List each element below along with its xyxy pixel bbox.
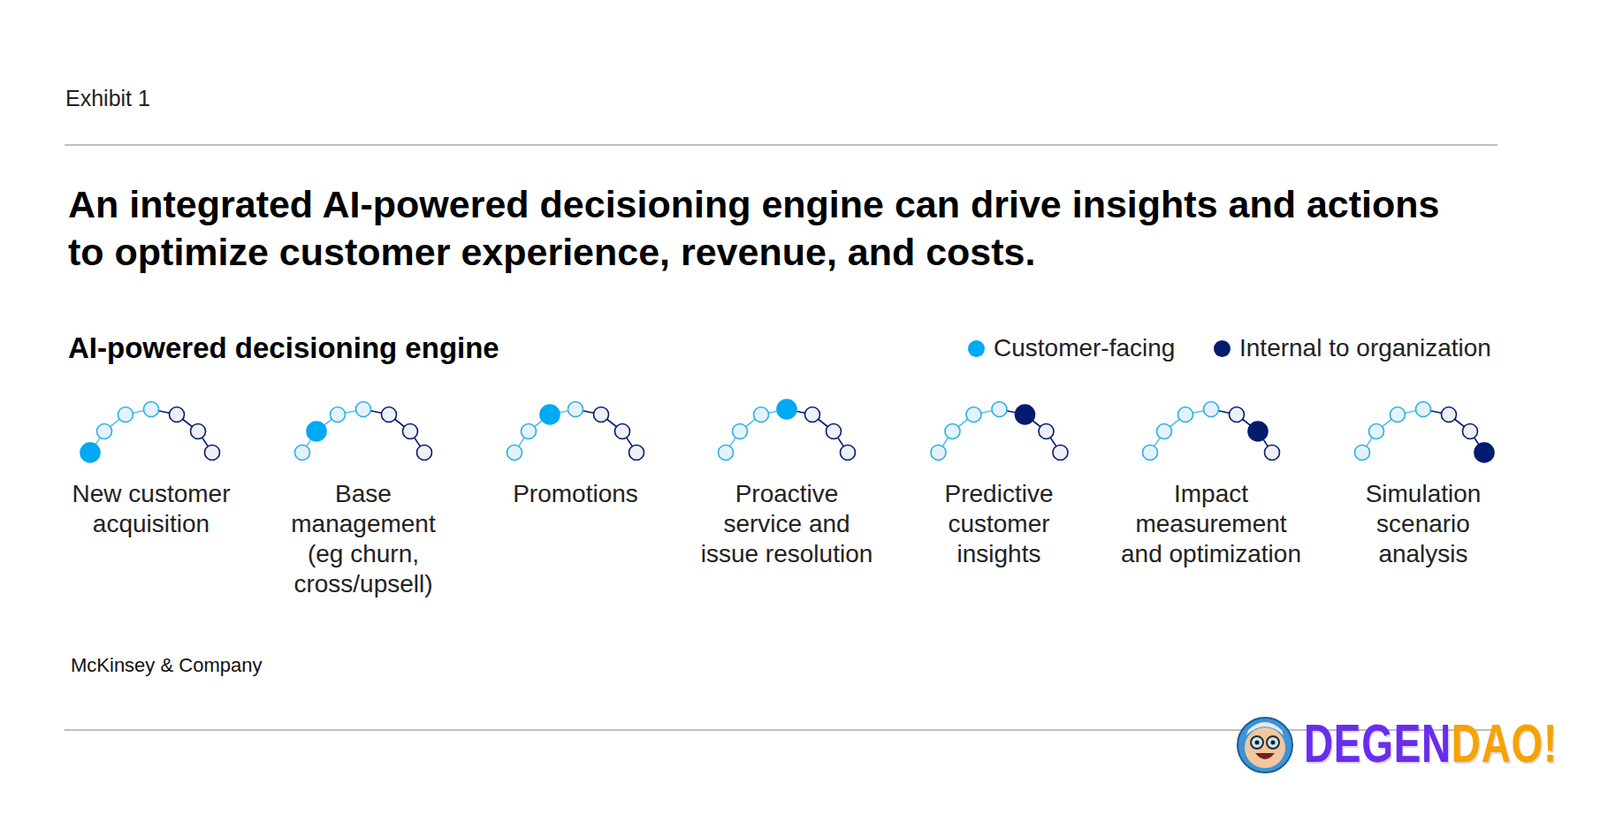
step-dot	[80, 442, 100, 463]
step-dot	[205, 445, 221, 461]
step-dot	[1474, 442, 1494, 463]
watermark-icon	[1237, 717, 1293, 773]
decisioning-step: Simulation scenario analysis	[1334, 397, 1512, 602]
step-dot	[718, 445, 734, 461]
exhibit-title: An integrated AI-powered decisioning eng…	[68, 180, 1483, 276]
step-dot	[417, 445, 433, 461]
icon-eye	[1255, 740, 1260, 746]
step-dot	[930, 445, 946, 461]
step-dot	[1264, 445, 1280, 461]
decisioning-step: New customer acquisition	[62, 397, 240, 602]
step-dot	[540, 404, 560, 425]
step-dot	[97, 424, 113, 440]
legend-entry: Internal to organization	[1213, 333, 1492, 364]
icon-goggle	[1266, 736, 1280, 749]
step-dot	[568, 402, 584, 418]
step-label: Predictive customer insights	[908, 479, 1090, 570]
source-note: McKinsey & Company	[70, 654, 262, 678]
step-arc	[1115, 397, 1307, 469]
decisioning-step: Impact measurement and optimization	[1115, 397, 1307, 602]
step-dot	[1157, 424, 1173, 440]
step-label: Proactive service and issue resolution	[696, 479, 877, 570]
step-dot	[1142, 445, 1159, 461]
legend-label: Customer-facing	[993, 333, 1175, 364]
watermark: DEGENDAO!	[1303, 716, 1558, 771]
legend-label: Internal to organization	[1239, 333, 1492, 364]
icon-goggle	[1250, 736, 1264, 749]
step-dot	[777, 399, 797, 420]
step-dot	[1038, 424, 1054, 440]
decisioning-step: Promotions	[487, 397, 664, 602]
decisioning-step: Predictive customer insights	[908, 397, 1090, 602]
step-dot	[1178, 407, 1194, 423]
step-label: Base management (eg churn, cross/upsell)	[285, 479, 442, 600]
step-dot	[1462, 424, 1479, 440]
step-arc	[285, 397, 442, 469]
legend-entry: Customer-facing	[967, 333, 1175, 364]
step-dot	[991, 402, 1007, 418]
step-dot	[805, 407, 821, 423]
exhibit-number: Exhibit 1	[65, 84, 151, 112]
legend-swatch	[967, 340, 985, 358]
legend-swatch	[1213, 340, 1231, 358]
step-dot	[306, 421, 327, 442]
step-label: Impact measurement and optimization	[1115, 479, 1307, 570]
step-dot	[1441, 407, 1457, 423]
decisioning-step: Proactive service and issue resolution	[696, 397, 877, 602]
step-dot	[1390, 407, 1406, 423]
step-dot	[754, 407, 770, 423]
step-dot	[594, 407, 610, 423]
icon-hair	[1246, 722, 1284, 736]
step-dot	[330, 407, 346, 423]
step-dot	[1355, 445, 1371, 461]
step-dot	[629, 445, 645, 461]
watermark-text: DEGEN	[1303, 716, 1452, 771]
icon-eye	[1271, 740, 1276, 746]
step-dot	[966, 407, 982, 423]
step-label: New customer acquisition	[62, 479, 240, 540]
step-dot	[118, 407, 134, 423]
step-dot	[295, 445, 311, 461]
step-dot	[507, 445, 523, 461]
step-dot	[1052, 445, 1068, 461]
watermark-text: DAO!	[1451, 716, 1558, 771]
step-dot	[1229, 407, 1245, 423]
section-heading: AI-powered decisioning engine	[68, 330, 500, 366]
step-dot	[1416, 402, 1432, 418]
step-dot	[144, 402, 160, 418]
step-arc	[62, 397, 240, 469]
top-rule	[64, 144, 1498, 146]
step-dot	[840, 445, 856, 461]
step-dot	[190, 424, 206, 440]
step-arc	[696, 397, 877, 469]
icon-mouth	[1255, 753, 1275, 760]
icon-ring	[1237, 717, 1293, 773]
step-dot	[521, 424, 537, 440]
step-dot	[732, 424, 748, 440]
step-dot	[1369, 424, 1385, 440]
decisioning-step: Base management (eg churn, cross/upsell)	[285, 397, 442, 602]
step-label: Simulation scenario analysis	[1334, 479, 1512, 570]
step-dot	[1014, 404, 1035, 425]
step-arc	[487, 397, 664, 469]
step-dot	[615, 424, 631, 440]
step-dot	[944, 424, 960, 440]
step-dot	[826, 424, 842, 440]
step-label: Promotions	[487, 479, 664, 510]
step-arc	[1334, 397, 1512, 469]
step-arc	[908, 397, 1090, 469]
step-dot	[169, 407, 185, 423]
step-dot	[381, 407, 397, 423]
step-dot	[1248, 421, 1268, 442]
step-dot	[403, 424, 419, 440]
step-dot	[356, 402, 372, 418]
step-dot	[1203, 402, 1220, 418]
icon-face	[1244, 727, 1286, 769]
